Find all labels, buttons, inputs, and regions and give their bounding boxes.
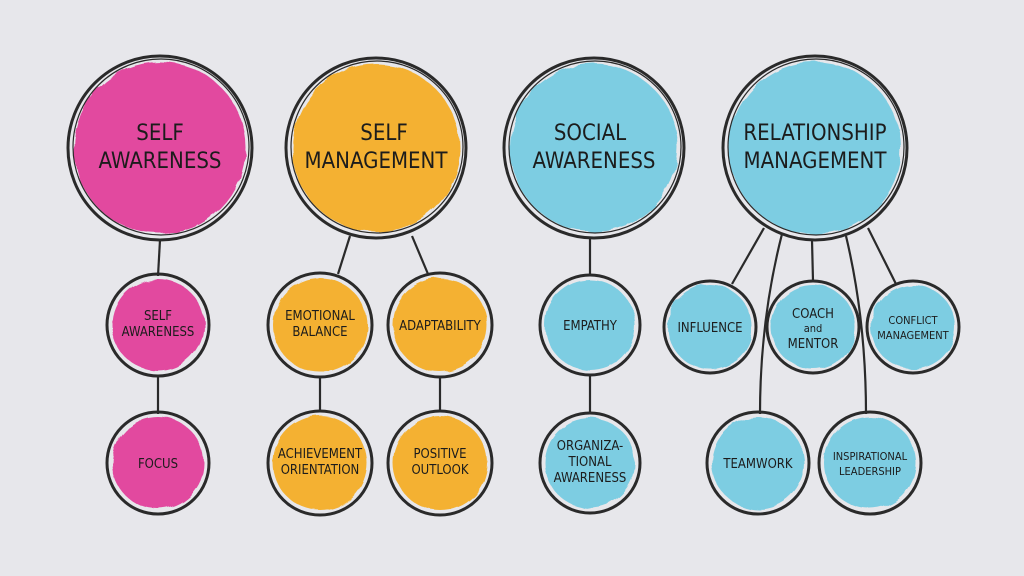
- node-label: OUTLOOK: [411, 463, 468, 478]
- node-label: CONFLICT MANAGEMENT: [877, 314, 949, 342]
- node-label: RELATIONSHIP MANAGEMENT: [743, 121, 887, 174]
- node-influence: INFLUENCE: [662, 279, 758, 375]
- node-relationship-management: RELATIONSHIP MANAGEMENT: [721, 54, 909, 242]
- node-focus: FOCUS: [105, 410, 211, 516]
- node-label: CONFLICT: [888, 314, 938, 327]
- node-label: ORIENTATION: [281, 463, 360, 478]
- node-label: INSPIRATIONAL LEADERSHIP: [833, 450, 908, 478]
- node-label: POSITIVE: [413, 447, 466, 462]
- node-label: MANAGEMENT: [744, 149, 888, 174]
- connector: [844, 235, 868, 415]
- node-label: SOCIAL AWARENESS: [533, 121, 656, 174]
- node-label: TIONAL: [567, 455, 612, 470]
- node-label: INSPIRATIONAL: [833, 450, 908, 463]
- node-label: COACH: [792, 307, 834, 322]
- node-label: RELATIONSHIP: [743, 121, 886, 146]
- node-label: MANAGEMENT: [877, 329, 949, 342]
- node-label: MENTOR: [788, 337, 839, 352]
- node-inspirational-leadership: INSPIRATIONAL LEADERSHIP: [817, 410, 923, 516]
- node-label: BALANCE: [292, 325, 347, 340]
- connector: [758, 233, 784, 415]
- node-label: ACHIEVEMENT: [278, 447, 363, 462]
- connector: [156, 239, 162, 277]
- node-teamwork: TEAMWORK: [705, 410, 811, 516]
- node-label: SELF: [360, 121, 407, 146]
- node-label: AWARENESS: [554, 471, 627, 486]
- node-label: SELF: [136, 121, 183, 146]
- node-label: AWARENESS: [533, 149, 656, 174]
- connector: [410, 235, 430, 275]
- connector: [336, 235, 352, 275]
- node-label: ADAPTABILITY: [399, 319, 482, 334]
- node-label: EMPATHY: [563, 319, 618, 334]
- node-label: EMOTIONAL: [285, 309, 355, 324]
- node-label: AWARENESS: [122, 325, 195, 340]
- connector: [731, 227, 765, 285]
- node-label: FOCUS: [138, 457, 178, 472]
- node-self-awareness: SELF AWARENESS: [66, 54, 254, 242]
- node-label: SELF: [144, 309, 172, 324]
- node-label: TEAMWORK: [722, 457, 793, 472]
- node-label: ORGANIZA-: [557, 439, 624, 454]
- node-label: LEADERSHIP: [839, 465, 901, 478]
- node-social-awareness: SOCIAL AWARENESS: [502, 56, 686, 240]
- connector: [867, 227, 897, 285]
- node-self-management: SELF MANAGEMENT: [284, 56, 468, 240]
- node-empathy: EMPATHY: [538, 273, 642, 377]
- node-label: SELF MANAGEMENT: [305, 121, 449, 174]
- connector: [810, 239, 815, 282]
- node-label: SELF AWARENESS: [99, 121, 222, 174]
- node-label: AWARENESS: [99, 149, 222, 174]
- node-label: and: [804, 322, 823, 335]
- node-label: MANAGEMENT: [305, 149, 449, 174]
- connectors: [156, 227, 897, 415]
- node-label: SOCIAL: [554, 121, 626, 146]
- node-label: INFLUENCE: [677, 321, 742, 336]
- node-adaptability: ADAPTABILITY: [386, 271, 494, 379]
- node-conflict-management: CONFLICT MANAGEMENT: [865, 279, 961, 375]
